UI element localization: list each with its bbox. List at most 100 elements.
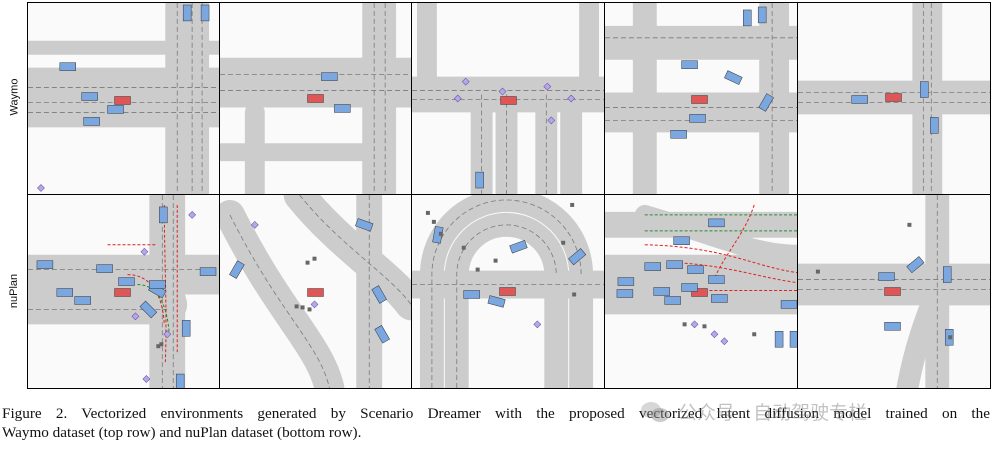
agent-vehicle (942, 266, 952, 283)
static-object (752, 332, 757, 337)
pedestrian (310, 300, 319, 309)
agent-vehicle (334, 104, 351, 113)
agent-vehicle (653, 287, 670, 296)
static-object (300, 305, 305, 310)
static-object (312, 256, 317, 261)
agent-vehicle (780, 300, 797, 309)
map-scene (605, 3, 797, 194)
agent-vehicle (878, 272, 895, 281)
pedestrian (250, 220, 259, 229)
static-object (425, 210, 430, 215)
map-panel-nuplan-4 (604, 194, 798, 389)
agent-vehicle (321, 72, 338, 81)
static-object (815, 269, 820, 274)
ego-vehicle (691, 288, 708, 297)
road (896, 277, 949, 388)
map-panel-nuplan-5 (797, 194, 991, 389)
ego-vehicle (500, 96, 517, 105)
pedestrian (131, 312, 140, 321)
pedestrian (533, 320, 542, 329)
static-object (431, 219, 436, 224)
pedestrian (461, 77, 470, 86)
static-object (561, 240, 566, 245)
agent-vehicle (374, 325, 390, 344)
map-panel-waymo-2 (219, 2, 412, 195)
pedestrian (720, 337, 729, 346)
agent-vehicle (107, 105, 124, 114)
road (444, 212, 569, 388)
row-label-waymo: Waymo (0, 2, 28, 192)
static-object (305, 260, 310, 265)
agent-vehicle (463, 290, 480, 299)
static-object (461, 245, 466, 250)
route-path (713, 204, 755, 279)
map-panel-nuplan-3 (411, 194, 605, 389)
row-label-nuplan: nuPlan (0, 194, 28, 388)
static-object (682, 322, 687, 327)
static-object (307, 307, 312, 312)
static-object (702, 324, 707, 329)
static-object (475, 267, 480, 272)
agent-vehicle (617, 277, 635, 286)
agent-vehicle (708, 275, 725, 284)
agent-vehicle (83, 117, 100, 126)
agent-vehicle (81, 92, 98, 101)
static-object (294, 304, 299, 309)
pedestrian (710, 330, 719, 339)
pedestrian (567, 94, 576, 103)
ego-vehicle (499, 287, 516, 296)
ego-vehicle (114, 288, 131, 297)
route-path (127, 274, 165, 325)
ego-vehicle (885, 93, 902, 102)
agent-vehicle (789, 331, 797, 348)
map-panel-waymo-4 (604, 2, 798, 195)
map-panel-waymo-1 (27, 2, 220, 195)
agent-vehicle (758, 93, 774, 112)
ego-vehicle (884, 287, 901, 296)
caption-line-2: Waymo dataset (top row) and nuPlan datas… (2, 424, 362, 441)
agent-vehicle (681, 60, 698, 69)
lane-line (229, 214, 330, 388)
agent-vehicle (74, 296, 91, 305)
agent-vehicle (711, 294, 728, 303)
agent-vehicle (884, 322, 901, 331)
pedestrian (453, 94, 462, 103)
ego-vehicle (307, 288, 324, 297)
map-scene (605, 204, 797, 348)
static-object (948, 335, 953, 340)
agent-vehicle (200, 4, 210, 22)
agent-vehicle (139, 300, 158, 319)
ego-vehicle (114, 96, 131, 105)
static-object (572, 292, 577, 297)
lane-line (431, 199, 582, 388)
route-path (674, 262, 797, 284)
map-scene (798, 195, 990, 388)
ego-vehicle (307, 94, 324, 103)
agent-vehicle (616, 289, 634, 298)
lane-line (456, 224, 557, 388)
static-object (159, 342, 164, 347)
map-scene (220, 195, 411, 388)
map-scene (412, 3, 604, 194)
static-object (907, 222, 912, 227)
agent-vehicle (229, 260, 245, 279)
agent-vehicle (475, 171, 484, 189)
static-object (570, 202, 575, 207)
map-panel-waymo-3 (411, 2, 605, 195)
row-label-text: nuPlan (8, 273, 21, 309)
figure: Waymo nuPlan (0, 2, 991, 389)
agent-vehicle (509, 239, 528, 254)
lane-line (299, 195, 411, 305)
agent-vehicle (568, 248, 587, 266)
agent-vehicle (355, 218, 374, 232)
figure-caption: Figure 2. Vectorized environments genera… (2, 404, 990, 442)
agent-vehicle (774, 331, 784, 348)
static-object (156, 344, 161, 349)
agent-vehicle (159, 206, 168, 224)
pedestrian (547, 116, 556, 125)
agent-vehicle (757, 6, 767, 24)
agent-vehicle (689, 114, 706, 123)
agent-vehicle (687, 265, 704, 274)
agent-vehicle (851, 95, 868, 104)
agent-vehicle (59, 62, 76, 71)
